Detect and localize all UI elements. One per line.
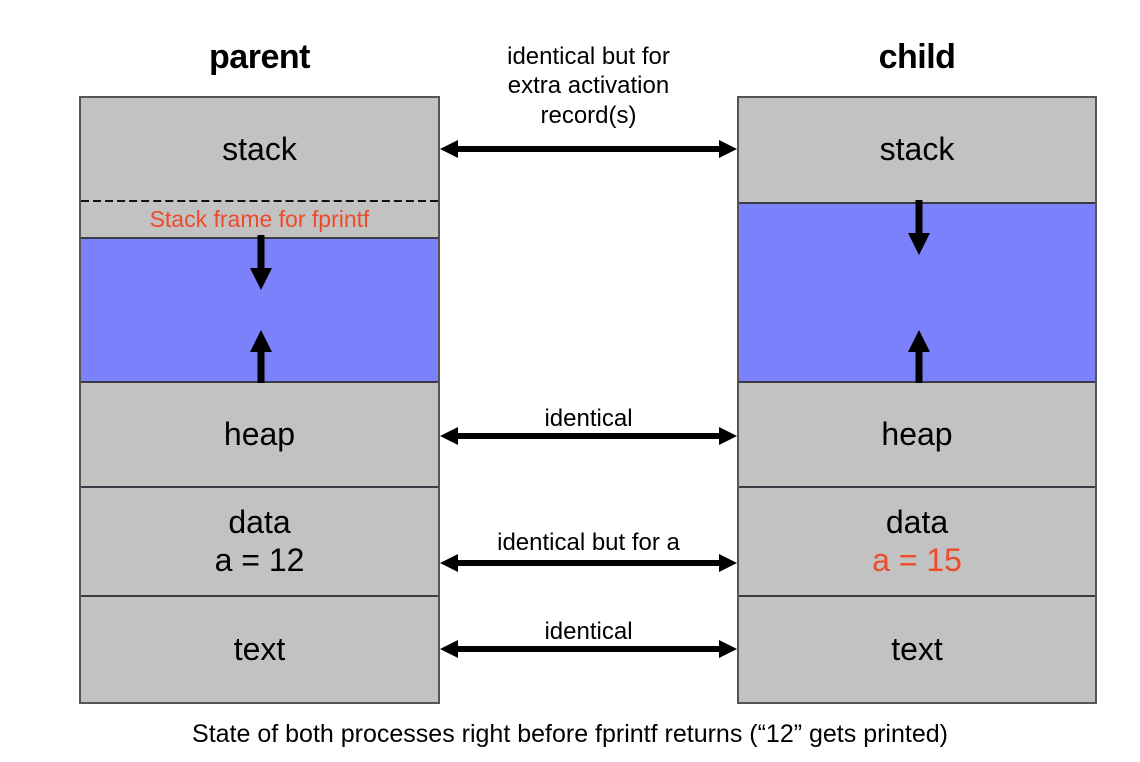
annotation-stack-label: identical but for extra activation recor… bbox=[507, 43, 670, 129]
child-segment-heap: heap bbox=[739, 383, 1095, 488]
annotation-text-label: identical bbox=[544, 618, 633, 645]
up-arrow-icon bbox=[250, 330, 272, 385]
child-column-title: child bbox=[878, 38, 956, 76]
child-segment-free-space bbox=[739, 200, 1095, 385]
child-data-variable: a = 15 bbox=[872, 541, 962, 578]
parent-text-label: text bbox=[233, 630, 286, 667]
child-segment-stack: stack bbox=[739, 98, 1095, 202]
annotation-heap-label: identical bbox=[544, 405, 633, 432]
parent-data-variable: a = 12 bbox=[214, 541, 305, 578]
double-headed-arrow-icon bbox=[440, 554, 737, 572]
double-headed-arrow-icon bbox=[440, 140, 737, 158]
child-data-label: data bbox=[885, 503, 949, 540]
parent-column-title: parent bbox=[209, 38, 310, 76]
parent-segment-free-space bbox=[81, 235, 438, 385]
double-headed-arrow-icon bbox=[440, 427, 737, 445]
child-heap-label: heap bbox=[881, 415, 953, 452]
up-arrow-icon bbox=[908, 330, 930, 385]
down-arrow-icon bbox=[908, 200, 930, 255]
parent-segment-stack-frame: Stack frame for fprintf bbox=[81, 202, 438, 237]
parent-segment-data: data a = 12 bbox=[81, 488, 438, 597]
parent-stack-frame-label: Stack frame for fprintf bbox=[149, 206, 370, 232]
child-text-label: text bbox=[891, 630, 943, 667]
parent-segment-text: text bbox=[81, 597, 438, 702]
annotation-data-label: identical but for a bbox=[497, 529, 680, 556]
diagram-caption: State of both processes right before fpr… bbox=[192, 720, 948, 748]
child-segment-text: text bbox=[739, 597, 1095, 702]
child-stack-label: stack bbox=[879, 131, 955, 168]
parent-memory-layout: stack Stack frame for fprintf heap data … bbox=[79, 96, 440, 704]
double-headed-arrow-icon bbox=[440, 640, 737, 658]
child-memory-layout: stack heap data a = 15 text bbox=[737, 96, 1097, 704]
parent-heap-label: heap bbox=[223, 415, 296, 452]
down-arrow-icon bbox=[250, 235, 272, 290]
parent-data-label: data bbox=[228, 503, 291, 540]
parent-stack-label: stack bbox=[222, 131, 297, 168]
parent-segment-stack: stack bbox=[81, 98, 438, 202]
child-segment-data: data a = 15 bbox=[739, 488, 1095, 597]
parent-segment-heap: heap bbox=[81, 383, 438, 488]
